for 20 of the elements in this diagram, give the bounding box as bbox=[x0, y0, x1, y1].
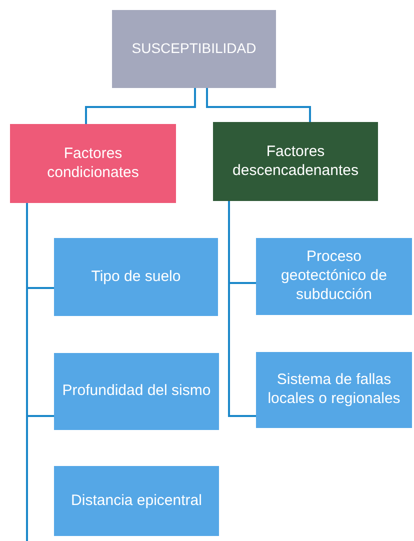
category-box bbox=[10, 124, 176, 203]
category-box bbox=[213, 122, 378, 201]
factor-box bbox=[256, 238, 412, 315]
node-label: Profundidad del sismo bbox=[62, 382, 211, 401]
connector-line bbox=[228, 201, 256, 417]
connector-line bbox=[206, 88, 311, 122]
node-label: Proceso geotectónico de subducción bbox=[280, 248, 388, 305]
factor-box bbox=[54, 353, 219, 430]
node-label: Tipo de suelo bbox=[91, 268, 181, 286]
factor-box bbox=[54, 238, 218, 316]
factor-box bbox=[256, 352, 412, 428]
connector-line bbox=[85, 88, 196, 124]
root-box bbox=[112, 10, 276, 88]
node-label: Distancia epicentral bbox=[71, 492, 202, 510]
node-label: Factores condicionates bbox=[46, 144, 140, 182]
factor-box bbox=[54, 466, 219, 536]
node-label: Sistema de fallas locales o regionales bbox=[266, 371, 402, 409]
node-label: SUSCEPTIBILIDAD bbox=[132, 40, 256, 58]
connector-line bbox=[26, 203, 28, 541]
node-label: Factores descencadenantes bbox=[232, 142, 360, 180]
